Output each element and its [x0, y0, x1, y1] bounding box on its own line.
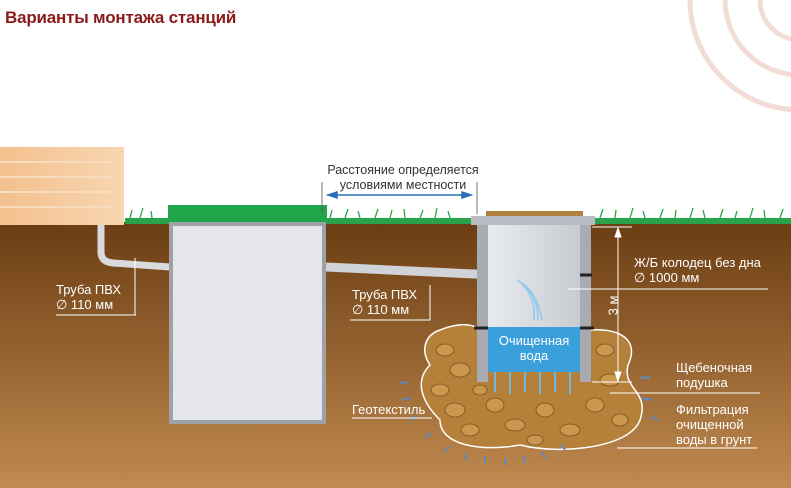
- water-label-line2: вода: [519, 348, 549, 363]
- pipe-inlet: [97, 225, 171, 271]
- decorative-arcs: [687, 0, 791, 113]
- septic-station: [168, 205, 327, 424]
- gravel-label-line1: Щебеночная: [676, 360, 753, 375]
- filtration-label-line1: Фильтрация: [676, 402, 749, 417]
- depth-dimension: [592, 226, 632, 383]
- geotextile-label: Геотекстиль: [352, 402, 426, 417]
- concrete-well: [471, 211, 595, 394]
- well-label-line2: ∅ 1000 мм: [634, 270, 700, 285]
- filtration-label: Фильтрация очищенной воды в грунт: [676, 402, 752, 447]
- distance-dimension: [321, 182, 478, 214]
- outlet-pipe-label-line2: ∅ 110 мм: [352, 302, 410, 317]
- depth-label: 3 м: [605, 295, 621, 316]
- well-label: Ж/Б колодец без дна ∅ 1000 мм: [634, 255, 761, 285]
- leader-lines: [56, 258, 768, 449]
- inlet-pipe-label: Труба ПВХ ∅ 110 мм: [56, 282, 121, 312]
- distance-label: Расстояние определяется условиями местно…: [318, 163, 488, 193]
- grass: [125, 207, 791, 224]
- filtration-label-line2: очищенной: [676, 417, 744, 432]
- well-label-line1: Ж/Б колодец без дна: [634, 255, 761, 270]
- distance-label-line2: условиями местности: [339, 178, 467, 192]
- water-label: Очищенная вода: [488, 333, 580, 363]
- house: [0, 147, 124, 225]
- distance-label-line1: Расстояние определяется: [327, 163, 479, 177]
- water-label-line1: Очищенная: [498, 333, 570, 348]
- inlet-pipe-label-line2: ∅ 110 мм: [56, 297, 114, 312]
- filtration-label-line3: воды в грунт: [676, 432, 753, 447]
- inlet-pipe-label-line1: Труба ПВХ: [56, 282, 122, 297]
- gravel-label: Щебеночная подушка: [676, 360, 752, 390]
- outlet-pipe-label-line1: Труба ПВХ: [352, 287, 418, 302]
- page-title: Варианты монтажа станций: [5, 8, 237, 27]
- outlet-pipe-label: Труба ПВХ ∅ 110 мм: [352, 287, 417, 317]
- seepage-marks: [399, 376, 659, 465]
- gravel-stones: [430, 343, 629, 446]
- gravel-label-line2: подушка: [676, 375, 728, 390]
- treated-water: [488, 327, 580, 372]
